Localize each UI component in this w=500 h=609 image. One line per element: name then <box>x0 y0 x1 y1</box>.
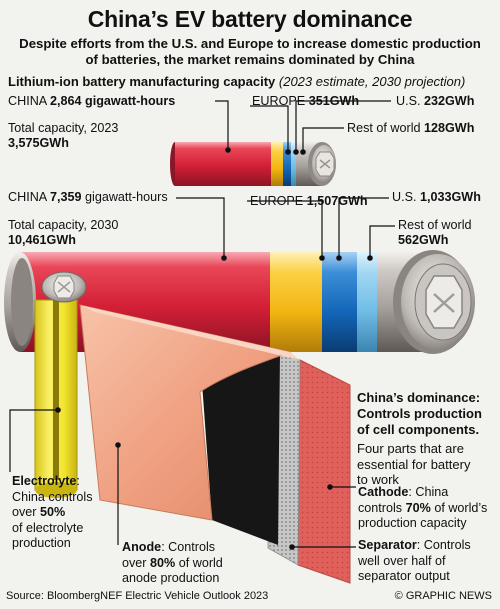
page-title: China’s EV battery dominance <box>87 6 413 32</box>
label-2023-row: Rest of world 128GWh <box>347 121 475 135</box>
credit: © GRAPHIC NEWS <box>394 590 492 602</box>
label-2023-total-title: Total capacity, 2023 <box>8 121 119 135</box>
label-2023-us: U.S. 232GWh <box>396 94 475 108</box>
cathode-label: Cathode: China controls 70% of world’s p… <box>358 485 488 530</box>
battery-2030 <box>4 250 475 354</box>
label-2030-row-value: 562GWh <box>398 233 449 247</box>
leader-lines <box>9 100 395 550</box>
label-2030-total-value: 10,461GWh <box>8 233 76 247</box>
cell-layers <box>79 304 351 584</box>
page-subtitle: Despite efforts from the U.S. and Europe… <box>19 36 481 67</box>
dominance-text: Four parts that are essential for batter… <box>357 441 471 487</box>
label-2030-us: U.S. 1,033GWh <box>392 190 481 204</box>
section-heading: Lithium-ion battery manufacturing capaci… <box>8 74 466 89</box>
dominance-heading: China’s dominance: Controls production o… <box>357 390 482 437</box>
source-note: Source: BloombergNEF Electric Vehicle Ou… <box>6 590 269 602</box>
label-2023-total-value: 3,575GWh <box>8 136 69 150</box>
separator-label: Separator: Controls well over half of se… <box>358 538 471 583</box>
label-2023-china: CHINA 2,864 gigawatt-hours <box>8 94 176 108</box>
battery-2023 <box>170 142 336 186</box>
label-2030-row-title: Rest of world <box>398 218 472 232</box>
label-2030-total-title: Total capacity, 2030 <box>8 218 119 232</box>
electrolyte-tube <box>34 271 87 498</box>
label-2030-china: CHINA 7,359 gigawatt-hours <box>8 190 168 204</box>
label-2023-europe: EUROPE 351GWh <box>252 94 360 108</box>
electrolyte-label: Electrolyte: China controls over 50% of … <box>12 474 93 550</box>
label-2030-europe: EUROPE 1,507GWh <box>250 194 368 208</box>
anode-label: Anode: Controls over 80% of world anode … <box>122 540 223 585</box>
